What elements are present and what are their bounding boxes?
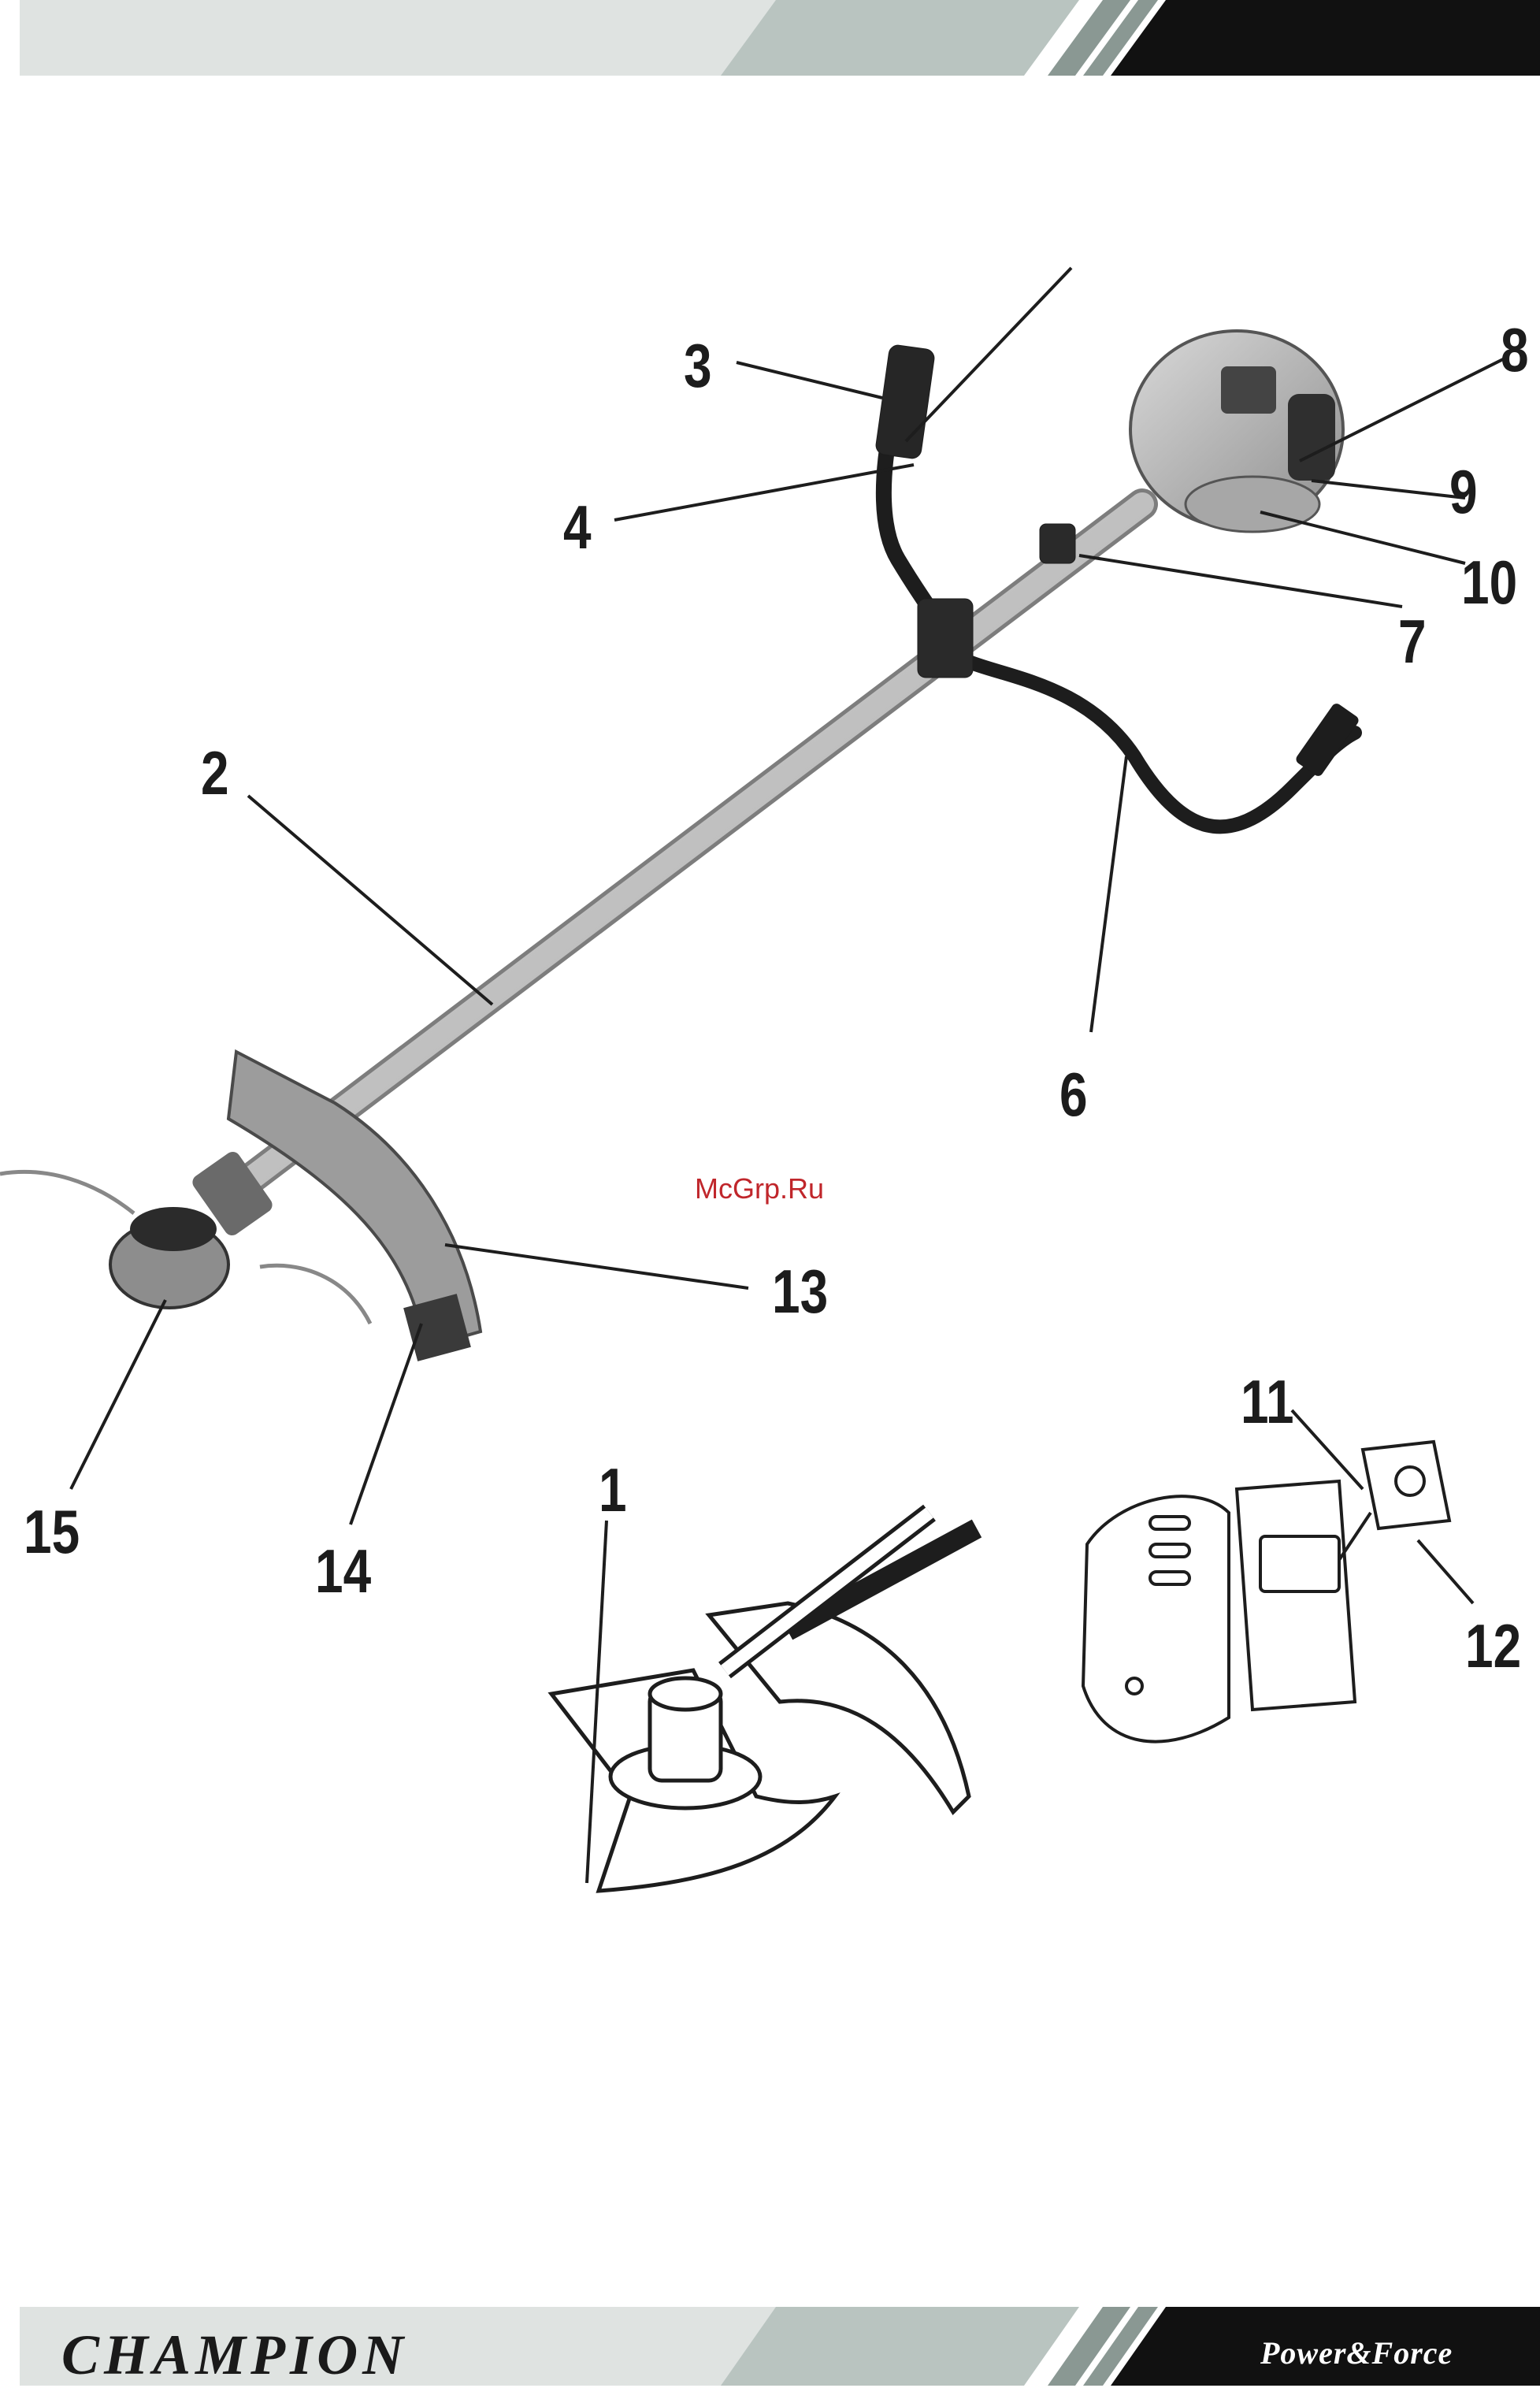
callout-1: 1 — [599, 1459, 627, 1521]
callout-7: 7 — [1398, 611, 1427, 672]
engine-unit — [1130, 331, 1343, 532]
watermark: McGrp.Ru — [695, 1172, 824, 1205]
callout-4: 4 — [563, 496, 592, 558]
callout-2: 2 — [201, 742, 229, 804]
blade-inset — [551, 1513, 977, 1891]
engine-inset — [1083, 1442, 1449, 1742]
callout-15: 15 — [24, 1501, 80, 1562]
brand-tagline: Power&Force — [1260, 2334, 1453, 2371]
callout-8: 8 — [1501, 319, 1529, 381]
callout-3: 3 — [684, 335, 712, 396]
callout-11: 11 — [1241, 1371, 1294, 1432]
callout-14: 14 — [315, 1540, 371, 1602]
callout-12: 12 — [1465, 1615, 1521, 1677]
callout-13: 13 — [772, 1261, 828, 1322]
callout-6: 6 — [1059, 1064, 1088, 1125]
brand-logo: CHAMPION — [61, 2323, 408, 2388]
callout-9: 9 — [1449, 461, 1478, 522]
drive-shaft — [236, 504, 1142, 1190]
callout-10: 10 — [1461, 552, 1517, 613]
